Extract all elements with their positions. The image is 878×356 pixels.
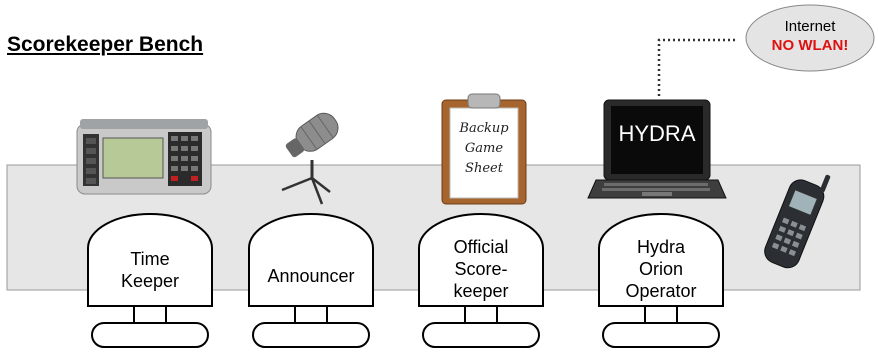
laptop-screen-text: HYDRA	[616, 121, 698, 147]
seat-label-hydra-orion-operator: Hydra Orion Operator	[611, 236, 711, 302]
seat-label-line: Announcer	[261, 265, 361, 287]
clipboard-line-1: Backup	[446, 121, 522, 136]
seat-label-line: Hydra	[611, 236, 711, 258]
clipboard-line-2: Game	[446, 141, 522, 156]
scoreboard-controller-icon	[77, 119, 211, 194]
no-wlan-warning: NO WLAN!	[752, 36, 868, 55]
seat-label-line: Keeper	[100, 270, 200, 292]
seat-label-line: keeper	[431, 280, 531, 302]
internet-bubble-text: Internet NO WLAN!	[752, 17, 868, 55]
laptop-icon	[588, 100, 726, 198]
seat-label-line: Official	[431, 236, 531, 258]
seat-label-announcer: Announcer	[261, 265, 361, 287]
clipboard-line-3: Sheet	[446, 161, 522, 176]
seat-label-official-scorekeeper: Official Score- keeper	[431, 236, 531, 302]
seat-label-line: Time	[100, 248, 200, 270]
seat-label-line: Orion	[611, 258, 711, 280]
seat-label-time-keeper: Time Keeper	[100, 248, 200, 292]
internet-connection-line	[659, 40, 735, 96]
page-title: Scorekeeper Bench	[7, 33, 203, 57]
seat-label-line: Score-	[431, 258, 531, 280]
seat-label-line: Operator	[611, 280, 711, 302]
internet-label: Internet	[752, 17, 868, 36]
